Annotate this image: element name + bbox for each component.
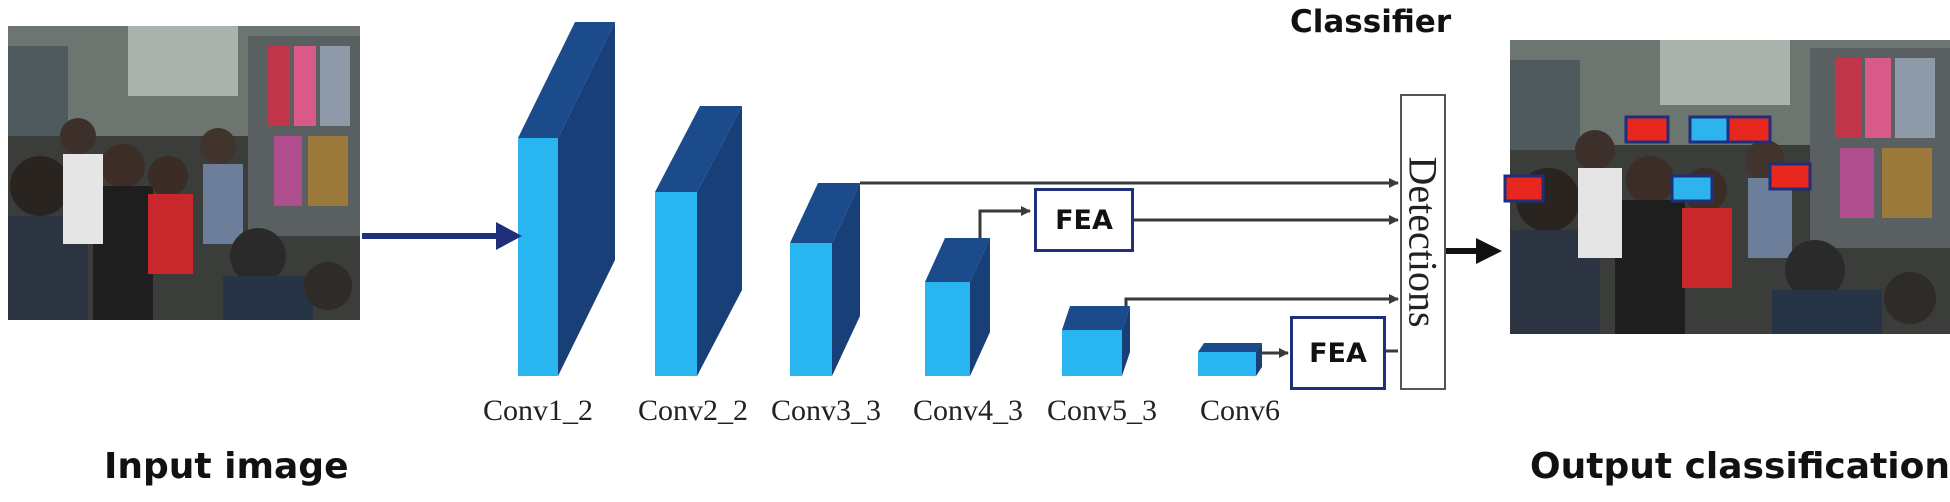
input-arrow (362, 222, 522, 250)
detection-marks (1503, 115, 1812, 203)
fea-label: FEA (1055, 204, 1113, 236)
output-classification-caption: Output classification (1530, 446, 1950, 487)
input-image-caption: Input image (104, 446, 349, 487)
classifier-caption: Classifier (1290, 4, 1452, 40)
conv5-block (1062, 306, 1130, 376)
detection-box-blue (1670, 174, 1714, 203)
layer-label-conv6: Conv6 (1199, 394, 1281, 427)
detections-box: Detections (1400, 94, 1446, 390)
input-image (8, 26, 360, 320)
layer-label-conv4: Conv4_3 (912, 394, 1024, 427)
conv5-to-detections-arrow (1124, 294, 1399, 306)
fea-module-1: FEA (1034, 188, 1134, 252)
detection-box-red (1726, 115, 1772, 144)
conv6-block (1198, 343, 1262, 376)
detection-box-blue (1688, 115, 1730, 144)
conv2-block (655, 106, 742, 376)
crowd-scene-illustration (8, 26, 360, 320)
conv1-block (518, 22, 615, 376)
layer-label-conv1: Conv1_2 (482, 394, 594, 427)
conv3-block (790, 183, 860, 376)
layer-label-conv3: Conv3_3 (770, 394, 882, 427)
output-arrow (1446, 238, 1502, 264)
output-image (1510, 40, 1950, 334)
detections-label: Detections (1400, 156, 1446, 328)
fea-module-2: FEA (1290, 316, 1386, 390)
detection-box-red (1768, 162, 1812, 191)
fea-label: FEA (1309, 337, 1367, 369)
layer-label-conv2: Conv2_2 (637, 394, 749, 427)
conv4-block (925, 238, 990, 376)
conv4-to-fea-arrow (978, 206, 1031, 238)
detection-box-red (1503, 174, 1545, 203)
layer-label-conv5: Conv5_3 (1046, 394, 1158, 427)
crowd-scene-illustration (1510, 40, 1950, 334)
detection-box-red (1624, 115, 1670, 144)
